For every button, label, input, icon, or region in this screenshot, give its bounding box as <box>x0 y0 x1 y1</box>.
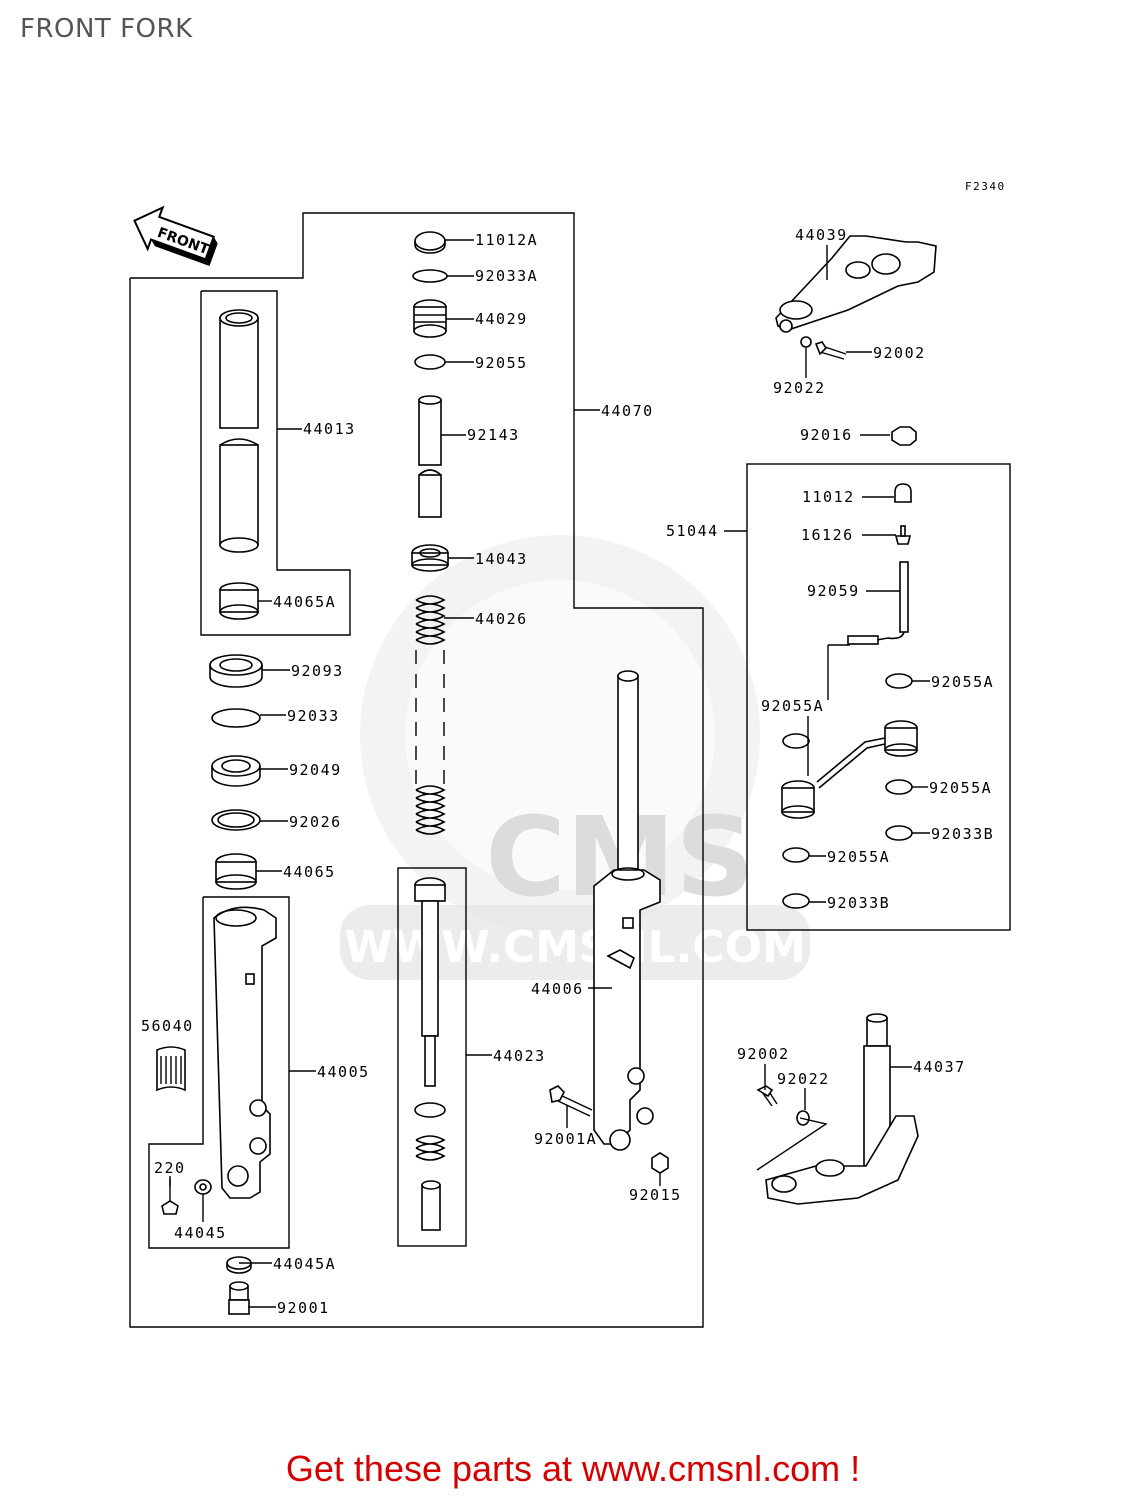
label-11012A: 11012A <box>475 231 538 249</box>
part-44039 <box>775 235 937 333</box>
part-11012A <box>414 231 446 254</box>
label-92059: 92059 <box>807 582 860 600</box>
watermark: CMS WWW.CMSNL.COM <box>340 535 810 980</box>
leader-lines <box>169 239 930 1308</box>
label-44023: 44023 <box>493 1047 546 1065</box>
label-44039: 44039 <box>795 226 848 244</box>
label-92055A-1: 92055A <box>931 673 994 691</box>
group-box-44013 <box>200 290 351 636</box>
part-51044-assembly <box>781 720 918 819</box>
part-92033A <box>412 269 448 283</box>
part-92049 <box>211 755 261 787</box>
part-92059 <box>847 561 909 645</box>
part-44045 <box>194 1179 212 1195</box>
label-16126: 16126 <box>801 526 854 544</box>
label-92001: 92001 <box>277 1299 330 1317</box>
parts-diagram: CMS WWW.CMSNL.COM F2340 FRONT <box>129 180 1011 1328</box>
label-44029: 44029 <box>475 310 528 328</box>
part-92022-top <box>800 336 812 348</box>
label-92016: 92016 <box>800 426 853 444</box>
part-92016 <box>891 426 917 446</box>
label-44065: 44065 <box>283 863 336 881</box>
part-44023 <box>414 877 446 1231</box>
label-92026: 92026 <box>289 813 342 831</box>
part-92001 <box>228 1281 250 1315</box>
part-11012 <box>894 483 912 503</box>
label-92093: 92093 <box>291 662 344 680</box>
label-44005: 44005 <box>317 1063 370 1081</box>
part-92015 <box>651 1152 669 1174</box>
group-box-44005 <box>148 896 290 1249</box>
part-92055A-2 <box>782 733 810 749</box>
part-92001A <box>549 1085 593 1117</box>
part-92055A-3 <box>885 779 913 795</box>
label-44070: 44070 <box>601 402 654 420</box>
label-92001A: 92001A <box>534 1130 597 1148</box>
front-arrow-icon: FRONT <box>133 205 218 267</box>
label-56040: 56040 <box>141 1017 194 1035</box>
part-92143 <box>418 395 442 518</box>
label-92002-bot: 92002 <box>737 1045 790 1063</box>
part-92002-bot <box>756 1085 778 1107</box>
label-92049: 92049 <box>289 761 342 779</box>
label-92002-top: 92002 <box>873 344 926 362</box>
label-92022-bot: 92022 <box>777 1070 830 1088</box>
part-92055 <box>414 354 446 370</box>
label-92033A: 92033A <box>475 267 538 285</box>
part-44065A <box>219 582 259 620</box>
part-92033B-1 <box>885 825 913 841</box>
label-44065A: 44065A <box>273 593 336 611</box>
label-92143: 92143 <box>467 426 520 444</box>
part-44065 <box>215 853 257 890</box>
part-44029 <box>413 299 447 338</box>
label-220: 220 <box>154 1159 186 1177</box>
watermark-url: WWW.CMSNL.COM <box>344 922 806 973</box>
label-44045A: 44045A <box>273 1255 336 1273</box>
part-92055A-1 <box>885 673 913 689</box>
cta-link[interactable]: Get these parts at www.cmsnl.com ! <box>285 1448 861 1489</box>
label-44045: 44045 <box>174 1224 227 1242</box>
main-outline <box>129 212 704 1328</box>
label-14043: 14043 <box>475 550 528 568</box>
label-92055A-2: 92055A <box>761 697 824 715</box>
label-92033: 92033 <box>287 707 340 725</box>
group-box-44023 <box>397 867 467 1247</box>
label-92033B-2: 92033B <box>827 894 890 912</box>
label-44037: 44037 <box>913 1058 966 1076</box>
part-14043 <box>411 544 449 572</box>
part-56040 <box>156 1046 186 1092</box>
part-92093 <box>209 654 263 688</box>
part-92055A-4 <box>782 847 810 863</box>
label-44013: 44013 <box>303 420 356 438</box>
label-92015: 92015 <box>629 1186 682 1204</box>
page-title: FRONT FORK <box>20 14 193 44</box>
label-92055A-3: 92055A <box>929 779 992 797</box>
part-44045A <box>226 1256 252 1274</box>
part-labels: 11012A 92033A 44029 92055 92143 44070 14… <box>141 226 994 1317</box>
label-92055A-4: 92055A <box>827 848 890 866</box>
part-92002-top <box>814 341 847 360</box>
label-44006: 44006 <box>531 980 584 998</box>
group-box-51044 <box>746 463 1011 931</box>
part-92033 <box>211 708 261 728</box>
part-44037 <box>765 1013 919 1205</box>
label-92033B-1: 92033B <box>931 825 994 843</box>
label-44026: 44026 <box>475 610 528 628</box>
part-92033B-2 <box>782 893 810 909</box>
part-44026 <box>415 595 446 835</box>
figure-code: F2340 <box>965 180 1006 193</box>
label-92055: 92055 <box>475 354 528 372</box>
part-16126 <box>894 525 912 545</box>
part-92026 <box>211 809 261 831</box>
part-44006 <box>593 670 661 1151</box>
label-92022-top: 92022 <box>773 379 826 397</box>
label-51044: 51044 <box>666 522 719 540</box>
part-44005 <box>213 906 277 1199</box>
part-44013 <box>219 309 259 553</box>
label-11012: 11012 <box>802 488 855 506</box>
